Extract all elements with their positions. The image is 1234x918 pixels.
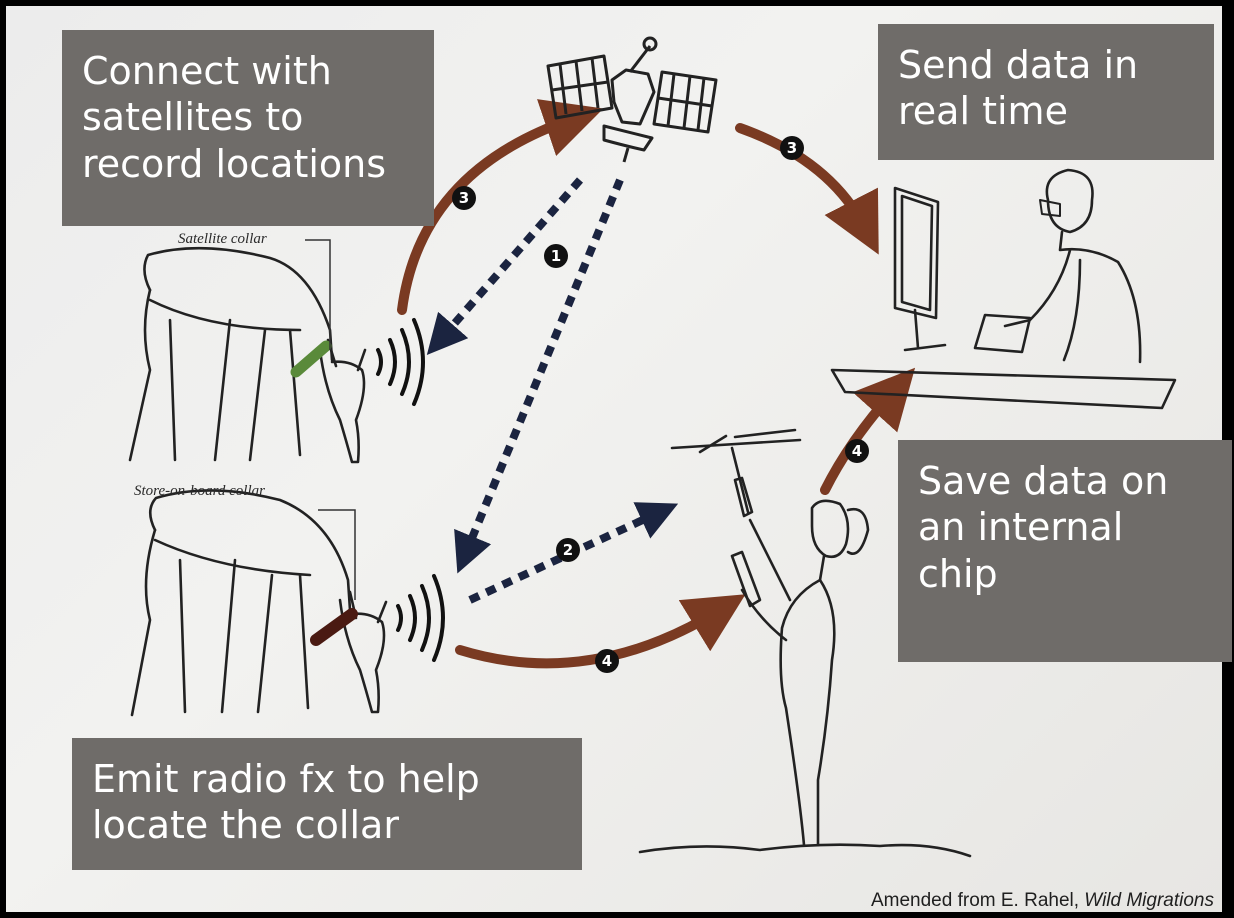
- caption-satellites: Connect with satellites to record locati…: [62, 30, 434, 226]
- credit-prefix: Amended from E. Rahel,: [871, 890, 1084, 911]
- step-label-1: 1: [551, 247, 561, 265]
- step-label-2: 2: [563, 541, 573, 559]
- signal-satellite-to-collar2: [465, 180, 620, 555]
- arrow-step4-collar-to-person: [460, 610, 720, 663]
- caption-chip-text: Save data on an internal chip: [918, 458, 1212, 597]
- source-credit: Amended from E. Rahel, Wild Migrations: [871, 890, 1214, 912]
- computer-user-icon: [832, 170, 1175, 408]
- step-label-3a: 3: [459, 189, 469, 207]
- satellite-collar-label: Satellite collar: [178, 231, 267, 248]
- step-label-4b: 4: [852, 442, 862, 460]
- caption-satellites-text: Connect with satellites to record locati…: [82, 48, 414, 187]
- store-collar-label: Store-on-board collar: [134, 483, 265, 500]
- caption-radio-text: Emit radio fx to help locate the collar: [92, 756, 562, 849]
- step-label-4a: 4: [602, 652, 612, 670]
- satellite-icon: [548, 38, 716, 162]
- credit-source: Wild Migrations: [1084, 890, 1214, 911]
- step-label-3b: 3: [787, 139, 797, 157]
- caption-realtime-text: Send data in real time: [898, 42, 1194, 135]
- collar-leader-line-top: [305, 240, 330, 350]
- caption-chip: Save data on an internal chip: [898, 440, 1232, 662]
- deer-icon-store-collar: [132, 490, 386, 715]
- radio-waves-icon: [378, 320, 443, 660]
- caption-radio: Emit radio fx to help locate the collar: [72, 738, 582, 870]
- caption-realtime: Send data in real time: [878, 24, 1214, 160]
